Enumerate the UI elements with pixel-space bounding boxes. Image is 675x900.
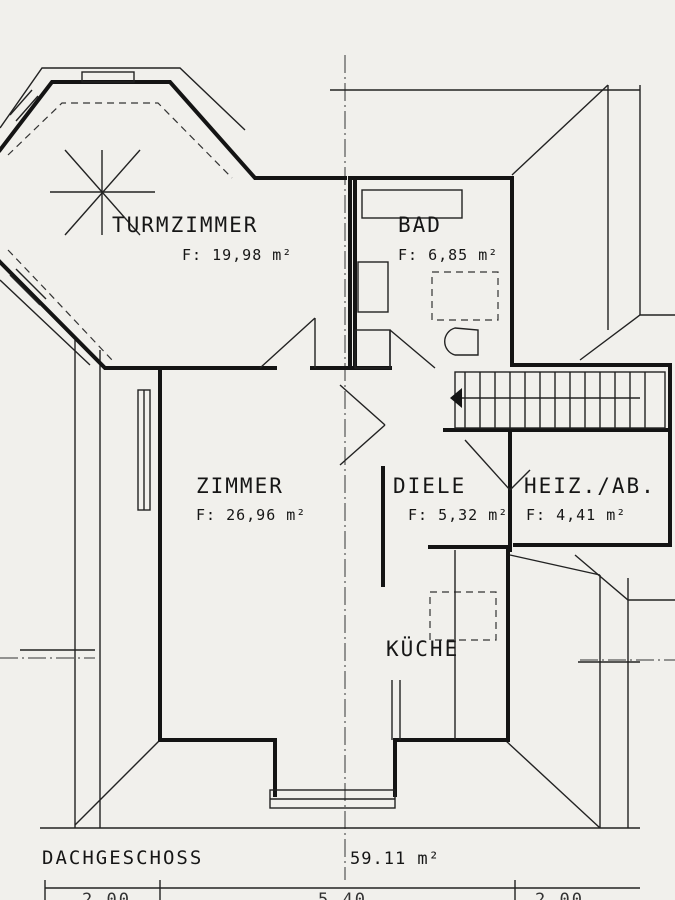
room-name-bad: BAD xyxy=(398,213,442,237)
fixtures xyxy=(137,189,531,809)
room-area-zimmer: F: 26,96 m² xyxy=(196,506,306,524)
interior-walls xyxy=(158,176,672,797)
kitchen-table xyxy=(429,591,497,641)
tower-room-walls xyxy=(0,67,347,370)
staircase xyxy=(450,371,666,429)
total-area: 59.11 m² xyxy=(350,849,440,869)
room-area-diele: F: 5,32 m² xyxy=(408,506,508,524)
room-name-heiz: HEIZ./AB. xyxy=(524,474,656,498)
plan-footer: DACHGESCHOSS 59.11 m² 2,00 5,40 2,00 xyxy=(42,847,640,900)
room-name-kueche: KÜCHE xyxy=(386,636,459,661)
dimension-right: 2,00 xyxy=(535,890,584,900)
room-area-bad: F: 6,85 m² xyxy=(398,246,498,264)
dimension-left: 2,00 xyxy=(82,890,131,900)
toilet xyxy=(444,327,479,356)
bathtub xyxy=(361,189,463,219)
roof-outlines xyxy=(74,84,675,829)
tower-window xyxy=(81,71,135,83)
washbasin xyxy=(357,261,389,313)
door-swing xyxy=(259,317,316,369)
bath-cabinet xyxy=(431,271,499,321)
room-name-diele: DIELE xyxy=(393,474,466,498)
floor-title: DACHGESCHOSS xyxy=(42,847,203,869)
room-name-turmzimmer: TURMZIMMER xyxy=(112,213,258,237)
dimension-middle: 5,40 xyxy=(318,890,367,900)
stair-arrow-icon xyxy=(450,388,462,408)
room-name-zimmer: ZIMMER xyxy=(196,474,284,498)
room-area-heiz: F: 4,41 m² xyxy=(526,506,626,524)
axis-lines xyxy=(0,55,675,880)
room-area-turmzimmer: F: 19,98 m² xyxy=(182,246,292,264)
room-labels: TURMZIMMER F: 19,98 m² BAD F: 6,85 m² ZI… xyxy=(112,213,656,661)
